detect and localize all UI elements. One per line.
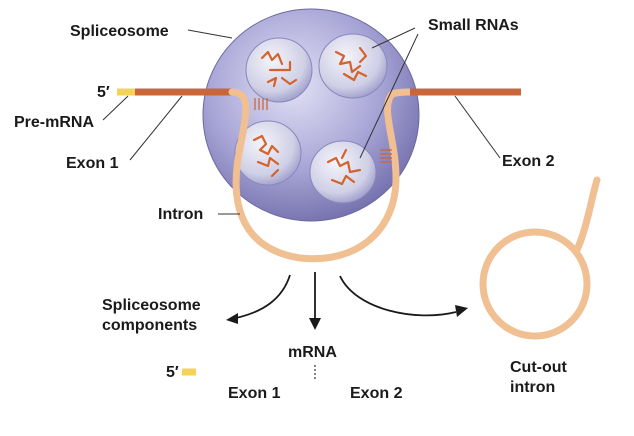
base-pair-ticks-right bbox=[380, 149, 392, 163]
intron-loop bbox=[228, 88, 414, 263]
label-exon-2-top: Exon 2 bbox=[502, 153, 555, 170]
base-pair-ticks-left bbox=[254, 98, 268, 110]
label-components-line2: components bbox=[102, 317, 197, 334]
arrow-to-cutout-intron bbox=[339, 275, 468, 317]
label-five-prime-top: 5′ bbox=[97, 84, 110, 101]
leader-small-rnas-2 bbox=[359, 33, 419, 159]
label-components-line1: Spliceosome bbox=[102, 297, 201, 314]
arrow-to-mrna bbox=[309, 272, 321, 330]
label-cutout-line1: Cut-out bbox=[510, 359, 568, 376]
label-mrna: mRNA bbox=[288, 344, 337, 361]
small-rna-particle-2 bbox=[318, 33, 388, 99]
label-spliceosome: Spliceosome bbox=[70, 23, 169, 40]
leader-small-rnas-1 bbox=[371, 27, 416, 49]
label-pre-mrna: Pre-mRNA bbox=[14, 114, 94, 131]
leader-exon-1 bbox=[129, 95, 183, 161]
small-rna-particle-4 bbox=[309, 140, 377, 204]
small-rna-particle-3 bbox=[234, 120, 302, 186]
label-cutout-line2: intron bbox=[510, 379, 555, 396]
leader-spliceosome bbox=[187, 29, 233, 39]
label-five-prime-bottom: 5′ bbox=[166, 364, 179, 381]
label-exon-2-bottom: Exon 2 bbox=[350, 385, 403, 402]
leader-pre-mrna bbox=[102, 95, 129, 121]
cutout-intron-lariat bbox=[479, 176, 601, 340]
label-exon-1-bottom: Exon 1 bbox=[228, 385, 281, 402]
label-exon-1-top: Exon 1 bbox=[66, 155, 119, 172]
label-intron: Intron bbox=[158, 206, 203, 223]
arrow-to-components bbox=[226, 274, 291, 324]
label-small-rnas: Small RNAs bbox=[428, 17, 519, 34]
small-rna-particle-1 bbox=[245, 37, 313, 103]
leader-exon-2 bbox=[454, 95, 501, 159]
